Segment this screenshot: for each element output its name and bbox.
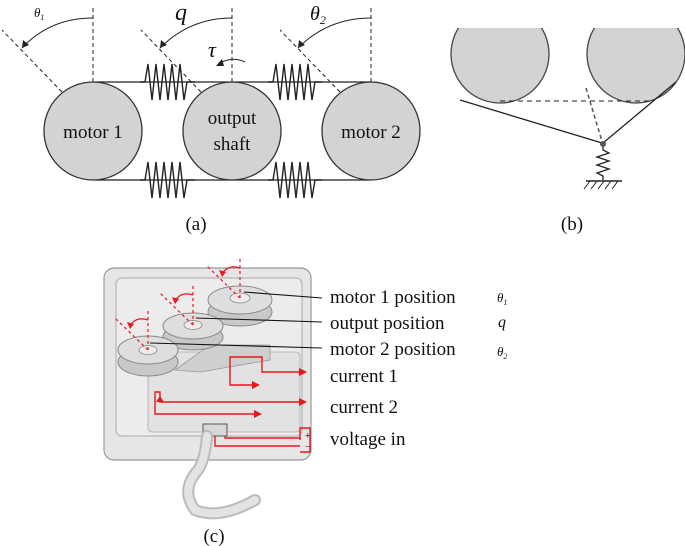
tau-symbol: τ — [208, 37, 217, 62]
spring-b — [594, 147, 612, 180]
output-shaft-label-2: shaft — [214, 134, 252, 155]
current-2-label: current 2 — [330, 397, 398, 418]
voltage-in-label: voltage in — [330, 429, 406, 450]
pulley-left — [450, 28, 550, 104]
motor-2-label: motor 2 — [341, 122, 401, 143]
panel-b: (b) — [450, 28, 685, 235]
current-1-arrow — [299, 368, 307, 376]
output-shaft-label-1: output — [208, 108, 257, 129]
panel-a: motor 1 output shaft motor 2 θ1 q τ θ2 (… — [1, 0, 421, 235]
output-shaft-pulley — [182, 81, 282, 181]
c-q-symbol: q — [498, 314, 506, 331]
theta2-arc — [297, 17, 372, 49]
motor-1-position-label: motor 1 position — [330, 287, 456, 308]
caption-c: (c) — [203, 526, 224, 546]
q-symbol: q — [175, 0, 187, 26]
current-1-label: current 1 — [330, 366, 398, 387]
c-theta2-symbol: θ2 — [497, 344, 507, 361]
minus-sign: − — [305, 442, 311, 453]
output-position-label: output position — [330, 313, 445, 334]
q-arc — [159, 17, 233, 49]
pulley-right — [586, 28, 685, 104]
c-theta1-symbol: θ1 — [497, 290, 507, 307]
theta2-symbol: θ2 — [310, 3, 326, 27]
spring-top-left — [140, 63, 195, 101]
plus-sign: + — [305, 431, 311, 442]
theta1-symbol: θ1 — [34, 5, 44, 22]
panel-c: + − motor 1 position output position mot… — [103, 258, 507, 546]
motor-2-position-label: motor 2 position — [330, 339, 456, 360]
motor-1-label: motor 1 — [63, 122, 123, 143]
spring-top-right — [268, 63, 322, 101]
current-2-arrow — [299, 398, 307, 406]
caption-b: (b) — [561, 214, 583, 235]
spring-bottom-left — [140, 161, 195, 199]
theta1-arc — [21, 17, 94, 49]
caption-a: (a) — [185, 214, 206, 235]
spring-bottom-right — [268, 161, 322, 199]
